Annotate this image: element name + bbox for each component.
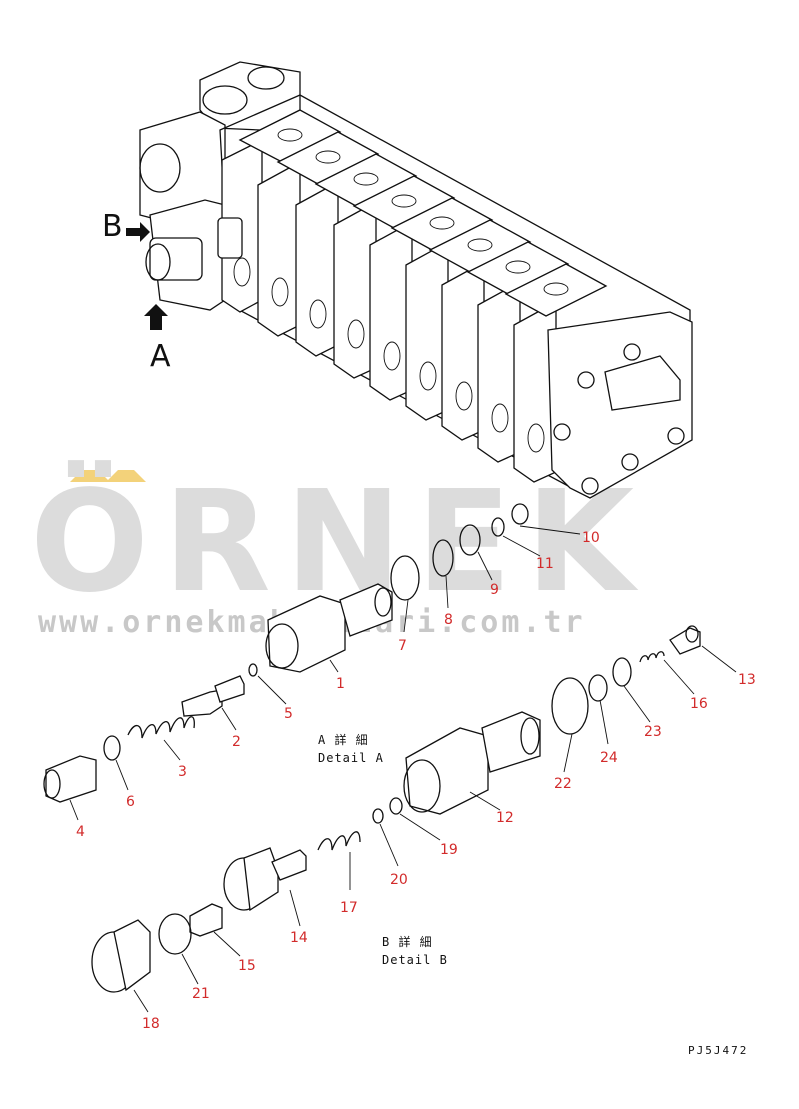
detail-a-title-jp: A 詳 細 [318,732,369,747]
watermark: ÖRNEK www.ornekmakinalari.com.tr [30,459,648,640]
part-1-valve-body [265,583,393,673]
callout-10: 10 [582,530,600,546]
part-12-valve-body [403,711,541,815]
callout-20: 20 [390,872,408,888]
part-13-plug [669,625,701,655]
callout-13: 13 [738,672,756,688]
detail-b-caption: B 詳 細 Detail B [382,934,448,967]
callout-2: 2 [232,734,241,750]
callout-15: 15 [238,958,256,974]
control-valve-assembly [139,61,693,499]
callout-8: 8 [444,612,453,628]
callout-18: 18 [142,1016,160,1032]
watermark-accent-right [106,470,146,482]
drawing-number: PJ5J472 [688,1044,748,1057]
view-arrow-b [126,222,150,242]
part-4-plug [43,755,97,803]
detail-a-title-en: Detail A [318,751,384,765]
detail-b-title-jp: B 詳 細 [382,934,433,949]
detail-a-parts [43,503,529,803]
callout-4: 4 [76,824,85,840]
callout-5: 5 [284,706,293,722]
callout-6: 6 [126,794,135,810]
callout-9: 9 [490,582,499,598]
part-18-plug [91,919,151,993]
detail-b-parts [91,625,701,993]
callouts: 1 2 3 4 5 6 7 8 9 10 11 12 13 14 15 16 1… [76,530,756,1032]
callout-14: 14 [290,930,308,946]
view-label-a: A [150,339,171,374]
callout-1: 1 [336,676,345,692]
callout-23: 23 [644,724,662,740]
callout-19: 19 [440,842,458,858]
valve-sections [221,109,608,483]
callout-7: 7 [398,638,407,654]
detail-b-title-en: Detail B [382,953,448,967]
callout-12: 12 [496,810,514,826]
leader-lines [69,525,737,1013]
view-label-b: B [102,209,123,244]
watermark-brand: ÖRNEK [30,459,648,624]
callout-17: 17 [340,900,358,916]
callout-21: 21 [192,986,210,1002]
callout-11: 11 [536,556,554,572]
watermark-accent-left [70,470,110,482]
callout-16: 16 [690,696,708,712]
part-14-piston [223,847,307,912]
callout-3: 3 [178,764,187,780]
part-2-spool [181,675,245,717]
view-arrow-a [144,304,168,330]
callout-22: 22 [554,776,572,792]
callout-24: 24 [600,750,618,766]
detail-a-caption: A 詳 細 Detail A [318,732,384,765]
